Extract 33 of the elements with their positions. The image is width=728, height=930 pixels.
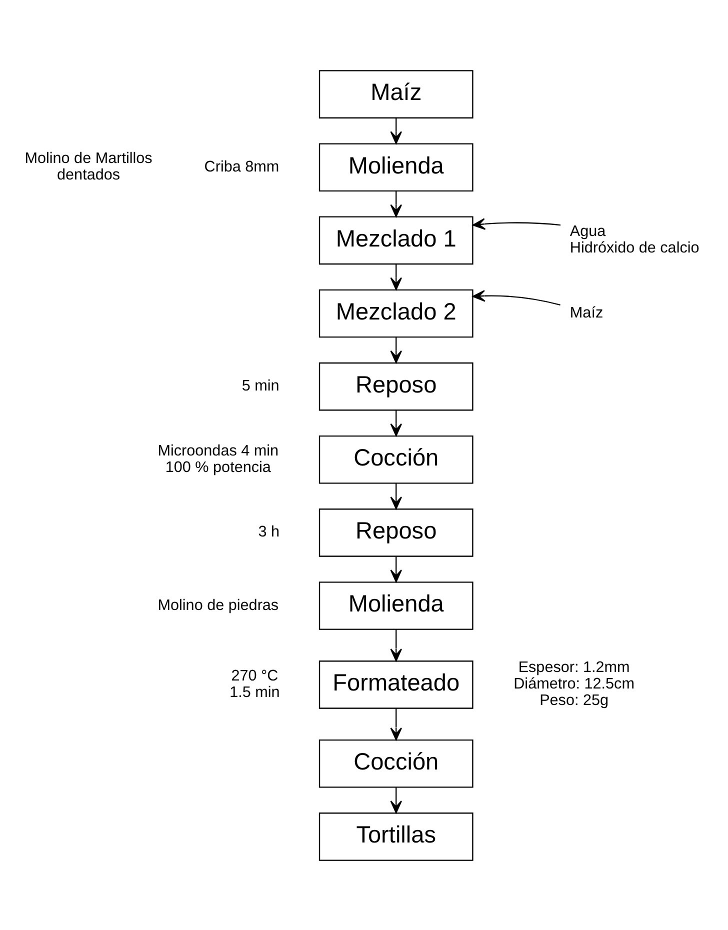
- node-box: Tortillas: [318, 812, 474, 860]
- node-box: Cocción: [318, 434, 474, 484]
- node-box: Reposo: [318, 362, 474, 410]
- node-box: Molienda: [318, 142, 474, 191]
- arrow: [472, 218, 561, 230]
- arrow: [390, 483, 402, 509]
- node-box: Molienda: [318, 581, 474, 630]
- node-label: Espesor: 1.2mm Diámetro: 12.5cm Peso: 25g: [514, 658, 634, 709]
- node-box: Maíz: [318, 70, 474, 118]
- arrow: [472, 290, 560, 306]
- node-text: Maíz: [570, 304, 604, 321]
- node-label: 270 °C 1.5 min: [230, 666, 280, 700]
- node-box: Cocción: [318, 739, 474, 788]
- node-label: 3 h: [258, 523, 280, 540]
- node-box: Mezclado 1: [318, 216, 474, 264]
- node-box: Mezclado 2: [318, 288, 474, 338]
- node-label: Criba 8mm: [204, 158, 280, 175]
- arrow: [390, 628, 402, 661]
- node-label: 5 min: [242, 377, 280, 394]
- node-box: Formateado: [318, 660, 474, 708]
- node-label: Molino de Martillos dentados: [24, 150, 152, 184]
- arrow: [390, 264, 402, 290]
- node-label: Microondas 4 min 100 % potencia: [158, 442, 279, 476]
- arrow: [390, 787, 402, 813]
- node-label: Molino de piedras: [158, 596, 279, 614]
- node-text: Agua Hidróxido de calcio: [570, 222, 700, 256]
- arrow: [390, 410, 402, 436]
- arrow: [390, 708, 402, 740]
- arrow: [390, 556, 402, 582]
- node-box: Reposo: [318, 508, 474, 556]
- arrow: [390, 336, 402, 363]
- arrow: [390, 118, 402, 144]
- arrow: [390, 190, 402, 217]
